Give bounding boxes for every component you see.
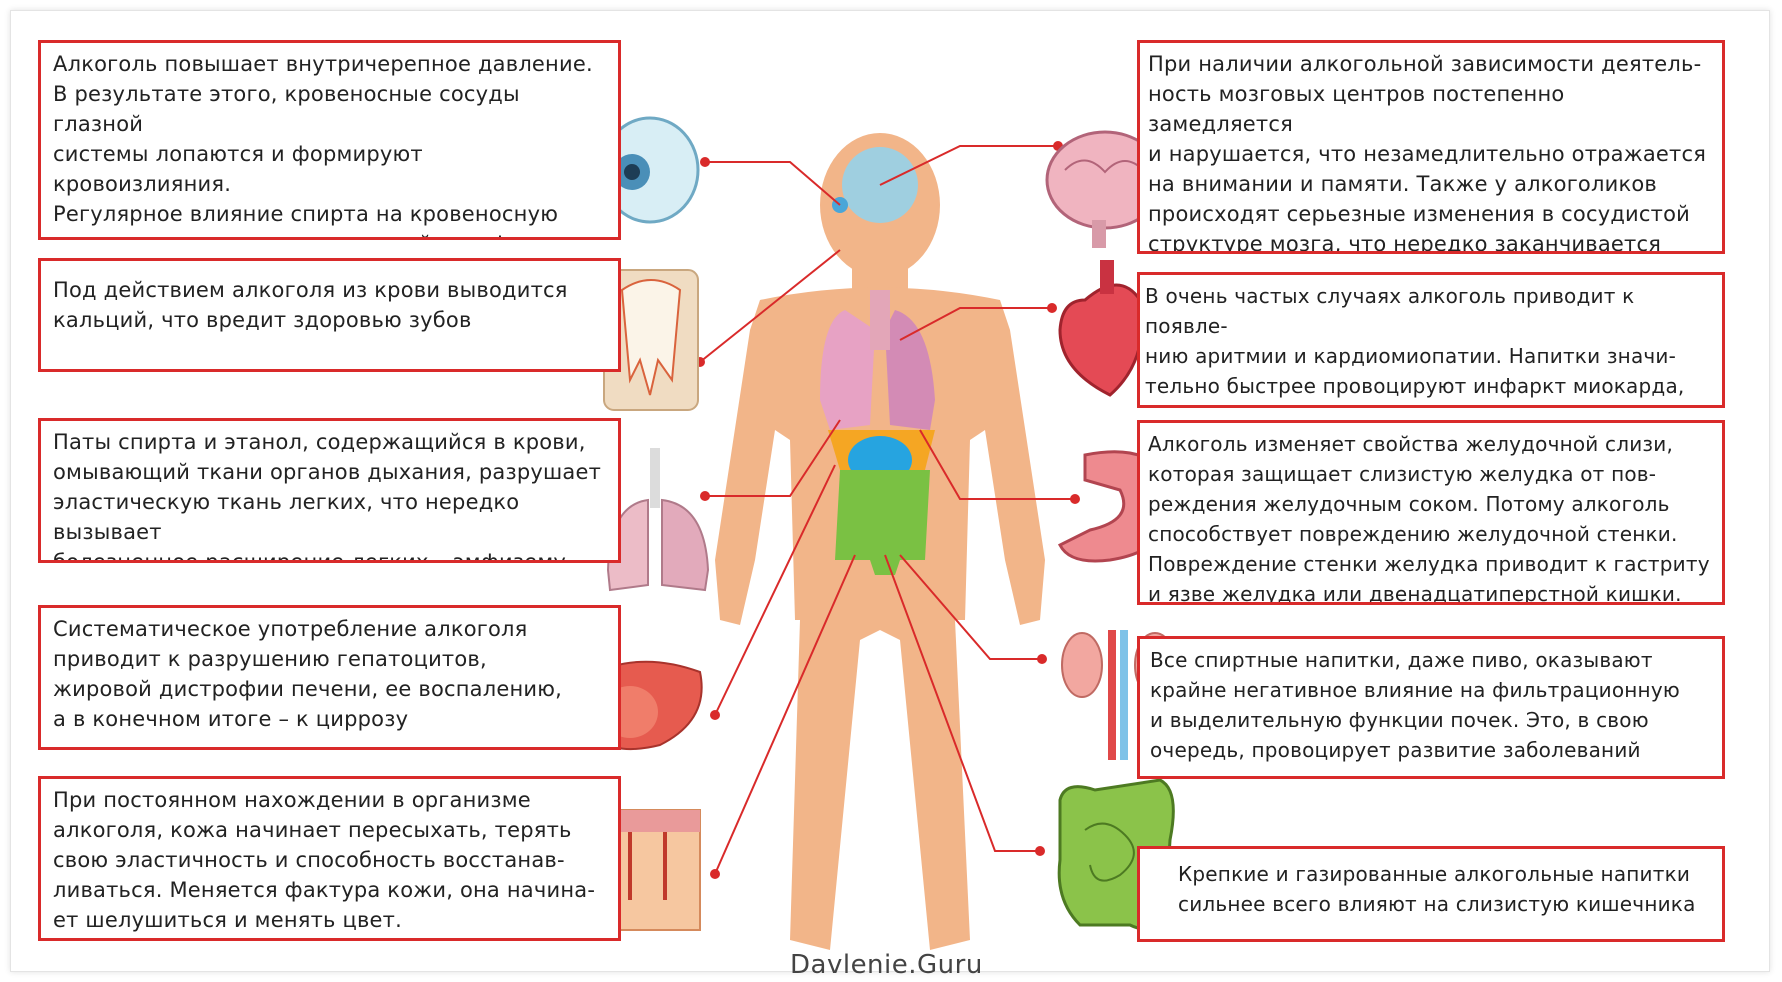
- connector-dots: [695, 141, 1080, 879]
- box-brain: При наличии алкогольной зависимости деят…: [1137, 40, 1725, 254]
- kidneys-text: Все спиртные напитки, даже пиво, оказыва…: [1150, 648, 1680, 762]
- skin-text: При постоянном нахождении в организме ал…: [53, 788, 596, 932]
- lungs-text: Паты спирта и этанол, содержащийся в кро…: [53, 430, 602, 563]
- box-skin: При постоянном нахождении в организме ал…: [38, 776, 621, 941]
- teeth-text: Под действием алкоголя из крови выводитс…: [53, 278, 568, 332]
- brain-text: При наличии алкогольной зависимости деят…: [1148, 52, 1707, 254]
- box-liver: Систематическое употребление алкоголя пр…: [38, 605, 621, 750]
- box-intestine: Крепкие и газированные алкогольные напит…: [1137, 846, 1725, 942]
- box-teeth: Под действием алкоголя из крови выводитс…: [38, 258, 621, 372]
- box-eyes: Алкоголь повышает внутричерепное давлени…: [38, 40, 621, 240]
- watermark: Davlenie.Guru: [790, 950, 983, 980]
- stomach-text: Алкоголь изменяет свойства желудочной сл…: [1148, 432, 1710, 605]
- box-lungs: Паты спирта и этанол, содержащийся в кро…: [38, 418, 621, 563]
- connector-lines: [699, 145, 1075, 875]
- heart-text: В очень частых случаях алкоголь приводит…: [1145, 284, 1685, 405]
- liver-text: Систематическое употребление алкоголя пр…: [53, 617, 563, 731]
- right-lung-shape: [885, 310, 935, 430]
- heart-icon: [1058, 260, 1144, 397]
- intestine-shape: [835, 470, 930, 575]
- box-stomach: Алкоголь изменяет свойства желудочной сл…: [1137, 420, 1725, 605]
- intestine-text: Крепкие и газированные алкогольные напит…: [1178, 862, 1696, 916]
- box-kidneys: Все спиртные напитки, даже пиво, оказыва…: [1137, 636, 1725, 779]
- eye-icon: [600, 116, 700, 224]
- tooth-icon: [603, 269, 699, 411]
- eyes-text: Алкоголь повышает внутричерепное давлени…: [53, 52, 593, 237]
- lungs-icon: [606, 448, 710, 592]
- box-heart: В очень частых случаях алкоголь приводит…: [1137, 272, 1725, 408]
- left-lung-shape: [820, 310, 875, 430]
